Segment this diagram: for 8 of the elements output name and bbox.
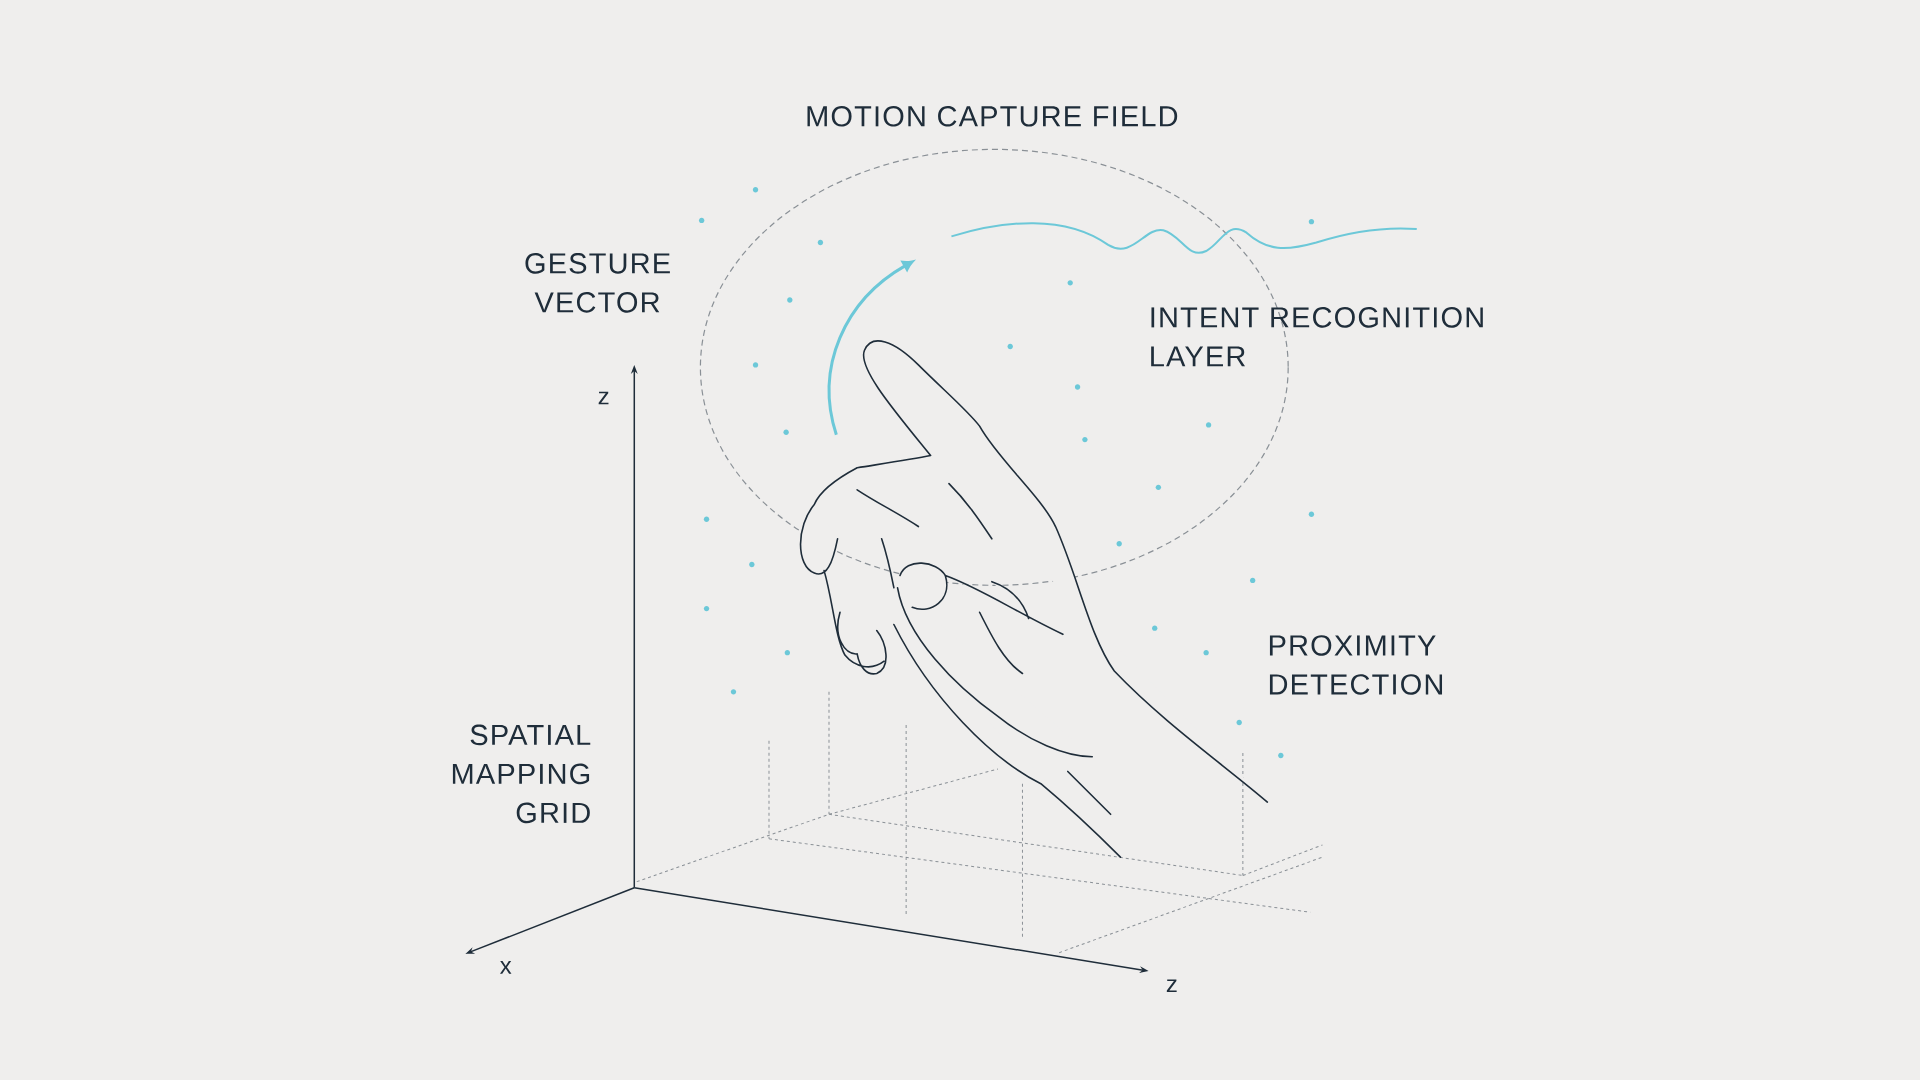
axis-label: z xyxy=(1166,979,1177,993)
callout-label: INTENT RECOGNITION LAYER xyxy=(1151,307,1483,367)
axis-label: z xyxy=(598,391,609,405)
callout-label: MOTION CAPTURE FIELD xyxy=(807,106,1178,127)
callout-label: GESTURE VECTOR xyxy=(525,253,670,313)
callout-label: PROXIMITY DETECTION xyxy=(1269,635,1442,695)
callout-label: SPATIAL MAPPING GRID xyxy=(452,724,591,824)
axis-label: x xyxy=(500,961,512,974)
